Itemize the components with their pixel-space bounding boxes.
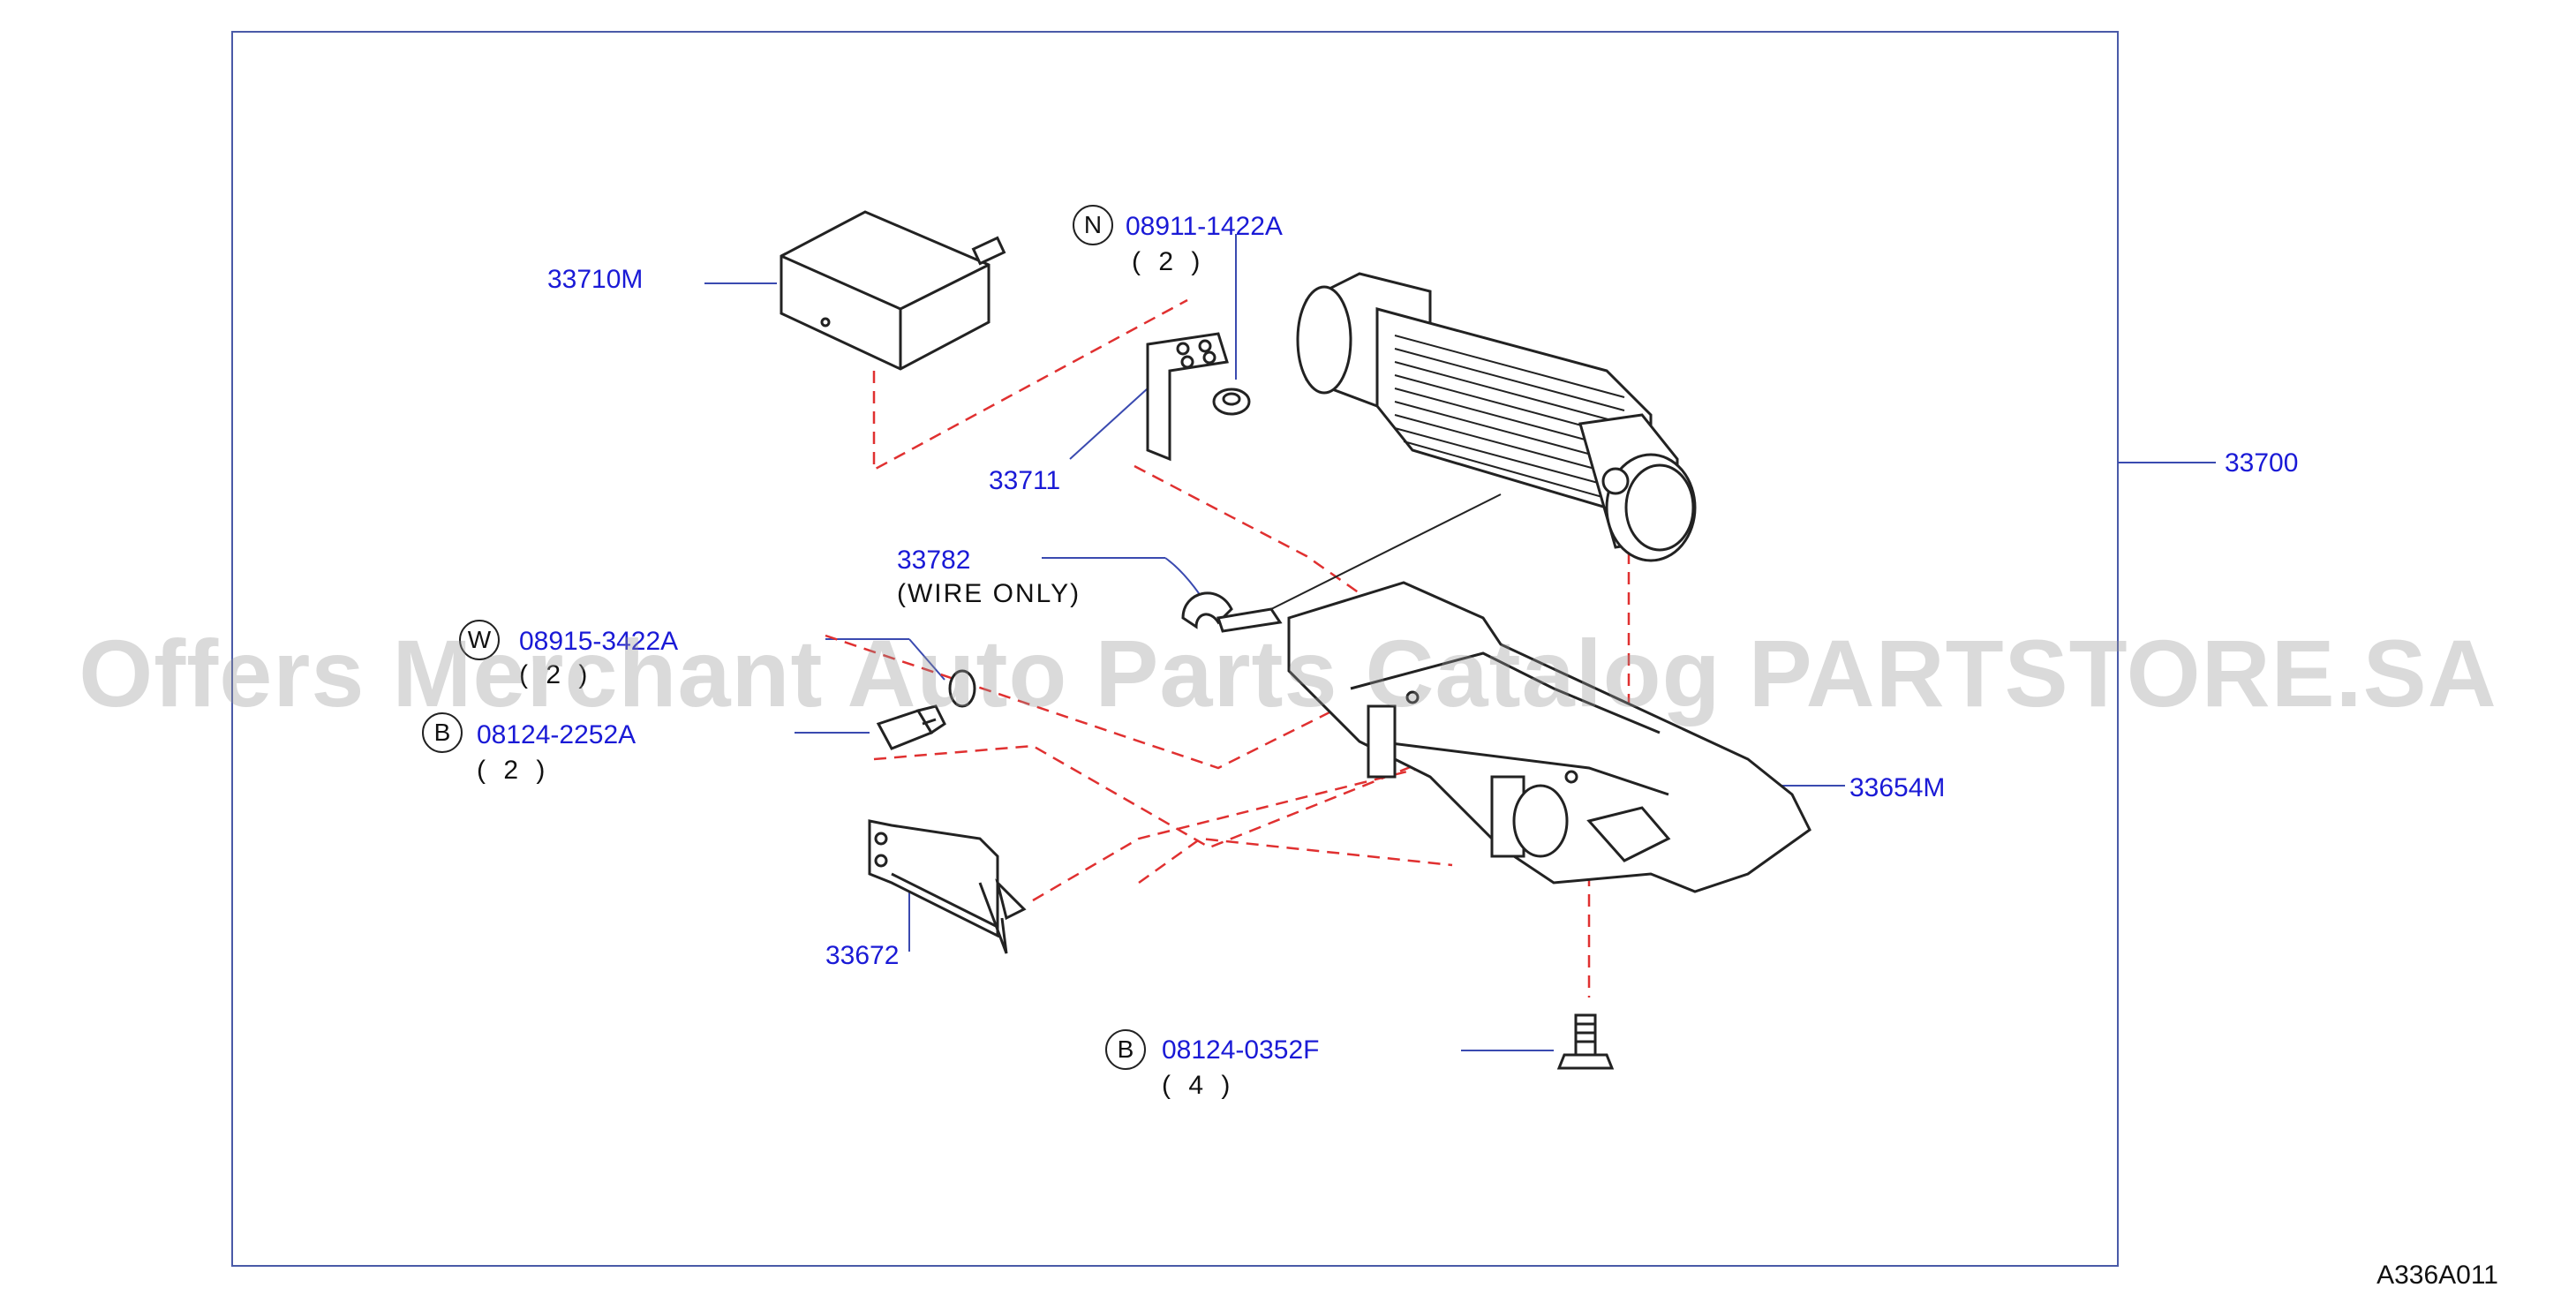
qty-08124-0352F: ( 4 ) [1162, 1071, 1236, 1100]
note-wire-only: (WIRE ONLY) [897, 579, 1081, 608]
label-33672[interactable]: 33672 [825, 941, 900, 970]
marker-b-icon: B [422, 712, 463, 753]
bracket-33711 [1146, 332, 1229, 462]
label-33710M[interactable]: 33710M [547, 265, 644, 294]
label-33782[interactable]: 33782 [897, 546, 971, 575]
qty-08124-2252A: ( 2 ) [477, 756, 551, 785]
marker-b-icon: B [1105, 1029, 1146, 1070]
bolt-08124-2252A [876, 704, 946, 750]
hook-33782 [1181, 591, 1283, 633]
mounting-plate-33654M [1287, 581, 1811, 893]
label-08911-1422A[interactable]: 08911-1422A [1126, 212, 1283, 241]
marker-w-icon: W [459, 620, 500, 660]
figure-code: A336A011 [2376, 1261, 2498, 1290]
nut-08911 [1212, 388, 1251, 416]
control-unit-box [780, 210, 1006, 371]
label-33700[interactable]: 33700 [2225, 448, 2299, 478]
marker-n-icon: N [1073, 205, 1113, 245]
qty-08911-1422A: ( 2 ) [1132, 247, 1206, 276]
label-33654M[interactable]: 33654M [1849, 773, 1946, 802]
label-08124-2252A[interactable]: 08124-2252A [477, 720, 636, 749]
label-08124-0352F[interactable]: 08124-0352F [1162, 1035, 1320, 1065]
label-08915-3422A[interactable]: 08915-3422A [519, 627, 679, 656]
qty-08915-3422A: ( 2 ) [519, 660, 593, 689]
washer-08915 [948, 669, 976, 708]
bracket-33672 [868, 819, 1027, 954]
bolt-08124-0352F [1556, 1013, 1615, 1070]
diagram-frame [231, 31, 2119, 1267]
leader-lines [704, 234, 2216, 1051]
label-33711[interactable]: 33711 [989, 466, 1061, 495]
winch-assembly [1270, 272, 1697, 610]
